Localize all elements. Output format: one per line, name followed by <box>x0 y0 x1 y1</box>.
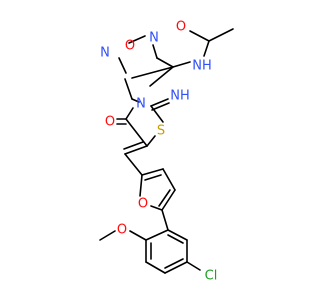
bond <box>128 35 146 44</box>
bond <box>124 145 148 155</box>
chlorine-label: Cl <box>205 269 218 284</box>
bond <box>162 168 176 191</box>
bond <box>124 78 133 100</box>
furazan-n2-label: N <box>149 31 159 46</box>
bond <box>131 66 174 79</box>
bond-layer <box>99 28 234 274</box>
bond <box>161 189 176 211</box>
bond <box>144 174 162 181</box>
bond <box>145 261 166 274</box>
furan-oxygen-label: O <box>138 197 148 212</box>
bond <box>186 261 201 271</box>
bond <box>151 102 170 111</box>
bond <box>150 105 164 123</box>
bond <box>118 57 127 74</box>
bond <box>164 258 184 269</box>
bond <box>167 229 188 241</box>
furazan-n1-label: N <box>100 46 110 61</box>
bond <box>146 135 156 147</box>
acetyl-oxygen-label: O <box>176 20 186 35</box>
bond <box>150 205 163 211</box>
amide-nh-label: NH <box>192 59 212 74</box>
bond <box>145 229 169 241</box>
bond <box>141 168 164 176</box>
bond <box>131 98 140 103</box>
structure-svg: O NH O N N N O NH S O O Cl <box>99 20 234 284</box>
bond <box>149 66 174 87</box>
carbonyl-oxygen-label: O <box>105 115 115 130</box>
methoxy-oxygen-label: O <box>117 223 127 238</box>
bond <box>150 98 169 107</box>
bond <box>189 30 210 42</box>
atom-label-layer: O NH O N N N O NH S O O Cl <box>100 20 217 284</box>
bond <box>161 209 169 231</box>
bond <box>139 174 143 197</box>
bond <box>99 230 116 241</box>
sulfur-label: S <box>157 124 165 139</box>
bond <box>156 57 174 68</box>
imine-nh-label: NH <box>170 89 190 104</box>
furazan-oxygen-label: O <box>125 39 135 54</box>
bond <box>152 44 158 59</box>
bond <box>172 61 191 68</box>
bond <box>125 107 134 120</box>
bond <box>167 234 184 244</box>
bond <box>158 189 171 207</box>
bond <box>129 230 147 241</box>
molecule-diagram: O NH O N N N O NH S O O Cl <box>99 20 234 284</box>
bond <box>125 118 148 147</box>
bond <box>208 28 234 42</box>
ring-nitrogen-label: N <box>136 97 146 112</box>
bond <box>164 261 188 274</box>
bond <box>203 40 210 57</box>
bond <box>124 153 143 176</box>
bond <box>123 141 144 150</box>
